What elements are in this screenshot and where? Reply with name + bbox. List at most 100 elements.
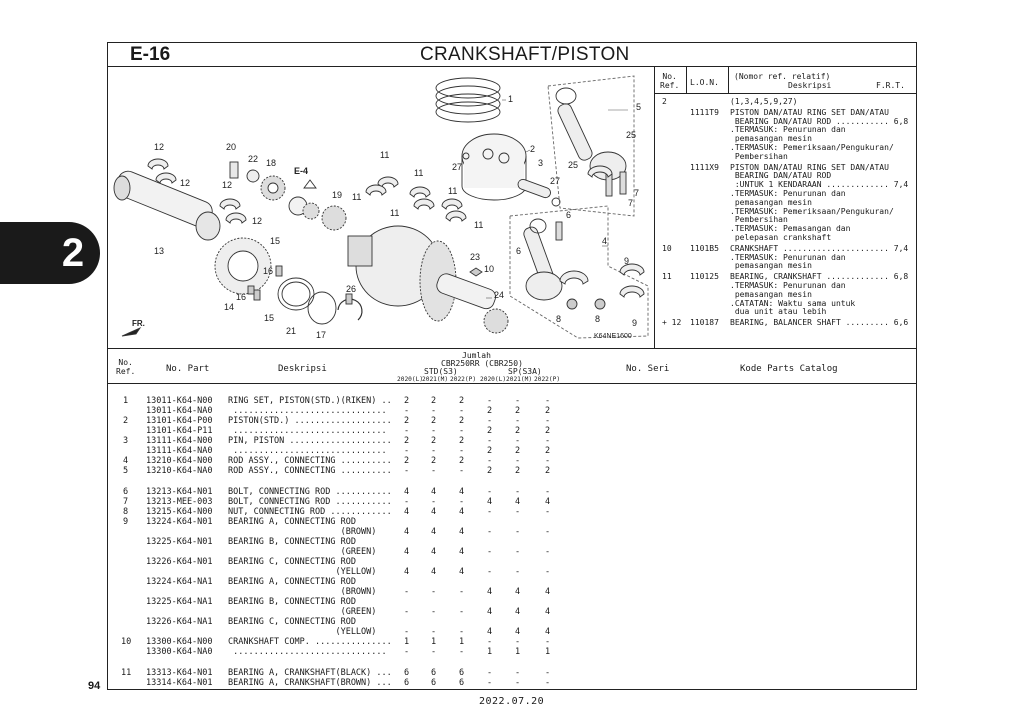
row-qty: - xyxy=(404,627,410,637)
year-header: 2021(M) xyxy=(422,376,449,383)
nomor-ref-header: (Nomor ref. relatif) xyxy=(734,72,831,81)
row-ref: 2 xyxy=(123,416,129,426)
row-part-number: 13111-K64-NA0 xyxy=(146,446,213,456)
row-qty: 2 xyxy=(545,446,551,456)
row-ref: 1 xyxy=(123,396,129,406)
row-qty: 4 xyxy=(404,567,410,577)
row-qty: 2 xyxy=(404,456,410,466)
ref-entry-line: .TERMASUK: Penurunan dan xyxy=(730,125,846,135)
callout-25: 25 xyxy=(626,130,636,140)
callout-12: 12 xyxy=(154,142,164,152)
page-number: 94 xyxy=(88,680,101,692)
row-qty: 4 xyxy=(545,497,551,507)
row-qty: - xyxy=(487,507,493,517)
balancer-shaft xyxy=(113,170,221,241)
ref-entry-lon: 1111T9 xyxy=(690,107,719,117)
callout-1: 1 xyxy=(508,94,513,104)
row-part-number: 13011-K64-N00 xyxy=(146,396,213,406)
ref-entry-line: .TERMASUK: Penurunan dan xyxy=(730,189,846,198)
row-description: BEARING B, CONNECTING ROD xyxy=(228,537,356,547)
ref-entry-line: Pembersihan xyxy=(730,215,788,225)
ref-entry-line: CRANKSHAFT ...................... 7,4 xyxy=(730,243,909,253)
year-header: 2020(L) xyxy=(480,376,507,383)
row-part-number: 13101-K64-P11 xyxy=(146,426,213,436)
row-description: .............................. xyxy=(228,426,387,436)
callout-16: 16 xyxy=(263,266,273,276)
row-qty: - xyxy=(545,668,551,678)
deskripsi-header: Deskripsi xyxy=(278,364,327,374)
sp-header: SP(S3A) xyxy=(508,367,542,376)
row-qty: - xyxy=(431,627,437,637)
row-qty: - xyxy=(431,466,437,476)
callout-26: 26 xyxy=(346,284,356,294)
row-ref: 6 xyxy=(123,487,129,497)
row-qty: 4 xyxy=(545,587,551,597)
row-qty: 6 xyxy=(459,668,465,678)
row-part-number: 13226-K64-N01 xyxy=(146,557,213,567)
row-qty: - xyxy=(545,416,551,426)
callout-17: 17 xyxy=(316,330,326,340)
ref-header-sep-2 xyxy=(728,66,729,93)
row-qty: - xyxy=(459,406,465,416)
row-qty: - xyxy=(487,487,493,497)
row-qty: 6 xyxy=(431,678,437,688)
row-qty: 2 xyxy=(515,406,521,416)
row-part-number: 13210-K64-N00 xyxy=(146,456,213,466)
ref-entry-lon: 1111X9 xyxy=(690,162,719,172)
row-qty: 4 xyxy=(515,587,521,597)
row-qty: 4 xyxy=(459,567,465,577)
row-qty: - xyxy=(545,436,551,446)
row-qty: 4 xyxy=(545,607,551,617)
callout-12: 12 xyxy=(222,180,232,190)
row-description: BOLT, CONNECTING ROD ........... xyxy=(228,487,392,497)
callout-12: 12 xyxy=(180,178,190,188)
std-header: STD(S3) xyxy=(424,367,458,376)
ref-entry-lon: 110187 xyxy=(690,318,719,328)
row-qty: - xyxy=(487,436,493,446)
row-qty: - xyxy=(459,607,465,617)
callout-19: 19 xyxy=(332,190,342,200)
ref-entry-line: pelepasan crankshaft xyxy=(730,233,832,242)
row-qty: - xyxy=(487,567,493,577)
row-part-number: 13224-K64-NA1 xyxy=(146,577,213,587)
row-qty: 1 xyxy=(404,637,410,647)
callout-23: 23 xyxy=(470,252,480,262)
row-description: ROD ASSY., CONNECTING .......... xyxy=(228,466,392,476)
row-part-number: 13225-K64-N01 xyxy=(146,537,213,547)
row-qty: - xyxy=(487,416,493,426)
row-qty: 4 xyxy=(459,507,465,517)
row-qty: - xyxy=(431,587,437,597)
row-qty: 1 xyxy=(487,647,493,657)
callout-10: 10 xyxy=(484,264,494,274)
row-qty: - xyxy=(515,487,521,497)
callout-8: 8 xyxy=(595,314,600,324)
row-part-number: 13213-K64-N01 xyxy=(146,487,213,497)
row-qty: 4 xyxy=(404,547,410,557)
ref-entry-line: (1,3,4,5,9,27) xyxy=(730,97,798,106)
row-qty: 4 xyxy=(515,627,521,637)
row-ref: 9 xyxy=(123,517,129,527)
row-qty: 4 xyxy=(459,547,465,557)
row-qty: - xyxy=(404,466,410,476)
row-qty: - xyxy=(404,426,410,436)
ref-header-divider xyxy=(654,93,916,94)
crankshaft xyxy=(347,225,509,334)
callout-12: 12 xyxy=(252,216,262,226)
row-qty: - xyxy=(487,396,493,406)
row-qty: - xyxy=(431,446,437,456)
row-qty: - xyxy=(487,456,493,466)
row-qty: 6 xyxy=(459,678,465,688)
row-qty: 2 xyxy=(404,416,410,426)
row-qty: - xyxy=(404,647,410,657)
row-qty: 4 xyxy=(459,487,465,497)
row-qty: 4 xyxy=(431,567,437,577)
callout-6: 6 xyxy=(516,246,521,256)
ref-entry-line: .CATATAN: Waktu sama untuk xyxy=(730,298,856,308)
row-qty: - xyxy=(515,436,521,446)
row-qty: - xyxy=(459,446,465,456)
row-qty: 4 xyxy=(459,527,465,537)
callout-27: 27 xyxy=(452,162,462,172)
ref-entry-ref: 11 xyxy=(662,272,672,282)
callout-15: 15 xyxy=(264,313,274,323)
row-qty: - xyxy=(545,527,551,537)
